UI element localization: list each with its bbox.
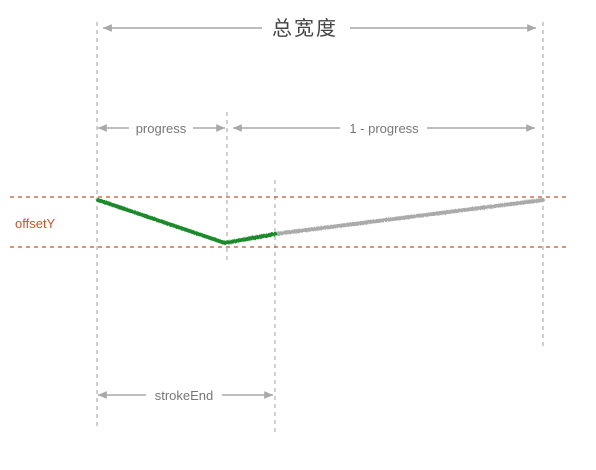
total-width-title: 总宽度 <box>272 16 338 40</box>
offset-label: offsetY <box>15 216 56 231</box>
remaining-label: 1 - progress <box>349 121 419 136</box>
progress-label: progress <box>136 121 187 136</box>
progress-stroke <box>96 198 277 245</box>
stroke-end-label: strokeEnd <box>155 388 214 403</box>
remaining-stroke <box>273 198 545 236</box>
